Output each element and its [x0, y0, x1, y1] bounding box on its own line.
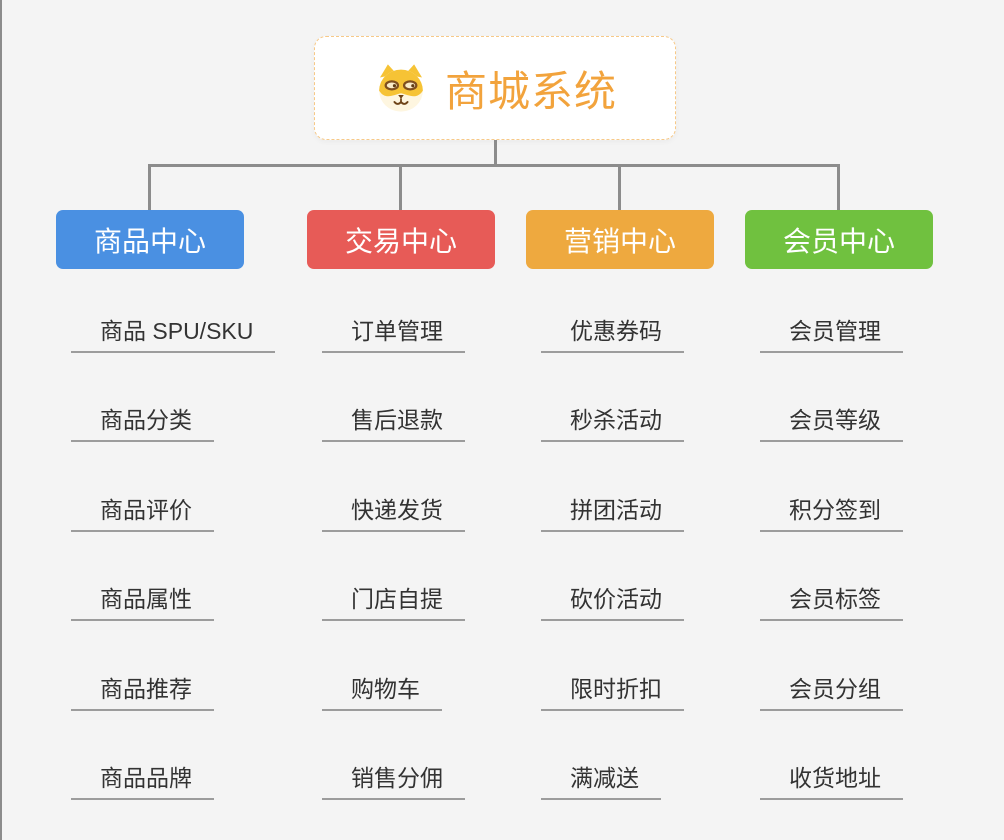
- mindmap-node[interactable]: 会员管理: [760, 316, 903, 353]
- mindmap-node[interactable]: 商品品牌: [71, 763, 214, 800]
- mindmap-node[interactable]: 订单管理: [322, 316, 465, 353]
- branch-member-center[interactable]: 会员中心: [745, 210, 933, 269]
- shiba-dog-icon: [373, 62, 429, 114]
- mindmap-node[interactable]: 售后退款: [322, 405, 465, 442]
- mindmap-node[interactable]: 优惠券码: [541, 316, 684, 353]
- connector-drop-members: [837, 164, 840, 211]
- branch-marketing-center[interactable]: 营销中心: [526, 210, 714, 269]
- mindmap-node[interactable]: 会员分组: [760, 674, 903, 711]
- branch-trunk-products: [0, 0, 2, 533]
- connector-drop-marketing: [618, 164, 621, 211]
- branch-product-center[interactable]: 商品中心: [56, 210, 244, 269]
- mindmap-node[interactable]: 商品评价: [71, 495, 214, 532]
- connector-root-stem: [494, 140, 497, 166]
- mindmap-node[interactable]: 门店自提: [322, 584, 465, 621]
- connector-drop-trade: [399, 164, 402, 211]
- mindmap-node[interactable]: 收货地址: [760, 763, 903, 800]
- mindmap-node[interactable]: 会员等级: [760, 405, 903, 442]
- mindmap-node[interactable]: 商品 SPU/SKU: [71, 316, 276, 353]
- mindmap-node[interactable]: 购物车: [322, 674, 442, 711]
- mindmap-node[interactable]: 商品属性: [71, 584, 214, 621]
- root-title: 商城系统: [444, 67, 617, 115]
- mindmap-node[interactable]: 快递发货: [322, 495, 465, 532]
- mindmap-node[interactable]: 限时折扣: [541, 674, 684, 711]
- root-node[interactable]: 商城系统: [314, 36, 676, 140]
- mindmap-node[interactable]: 销售分佣: [322, 763, 465, 800]
- mindmap-node[interactable]: 商品分类: [71, 405, 214, 442]
- connector-crossbar: [148, 164, 840, 167]
- mindmap-node[interactable]: 会员标签: [760, 584, 903, 621]
- mindmap-node[interactable]: 砍价活动: [541, 584, 684, 621]
- branch-trunk-trade: [0, 533, 2, 840]
- mindmap-node[interactable]: 商品推荐: [71, 674, 214, 711]
- mindmap-node[interactable]: 秒杀活动: [541, 405, 684, 442]
- mindmap-node[interactable]: 满减送: [541, 763, 661, 800]
- mindmap-node[interactable]: 积分签到: [760, 495, 903, 532]
- branch-trade-center[interactable]: 交易中心: [307, 210, 495, 269]
- mindmap-node[interactable]: 拼团活动: [541, 495, 684, 532]
- connector-drop-products: [148, 164, 151, 211]
